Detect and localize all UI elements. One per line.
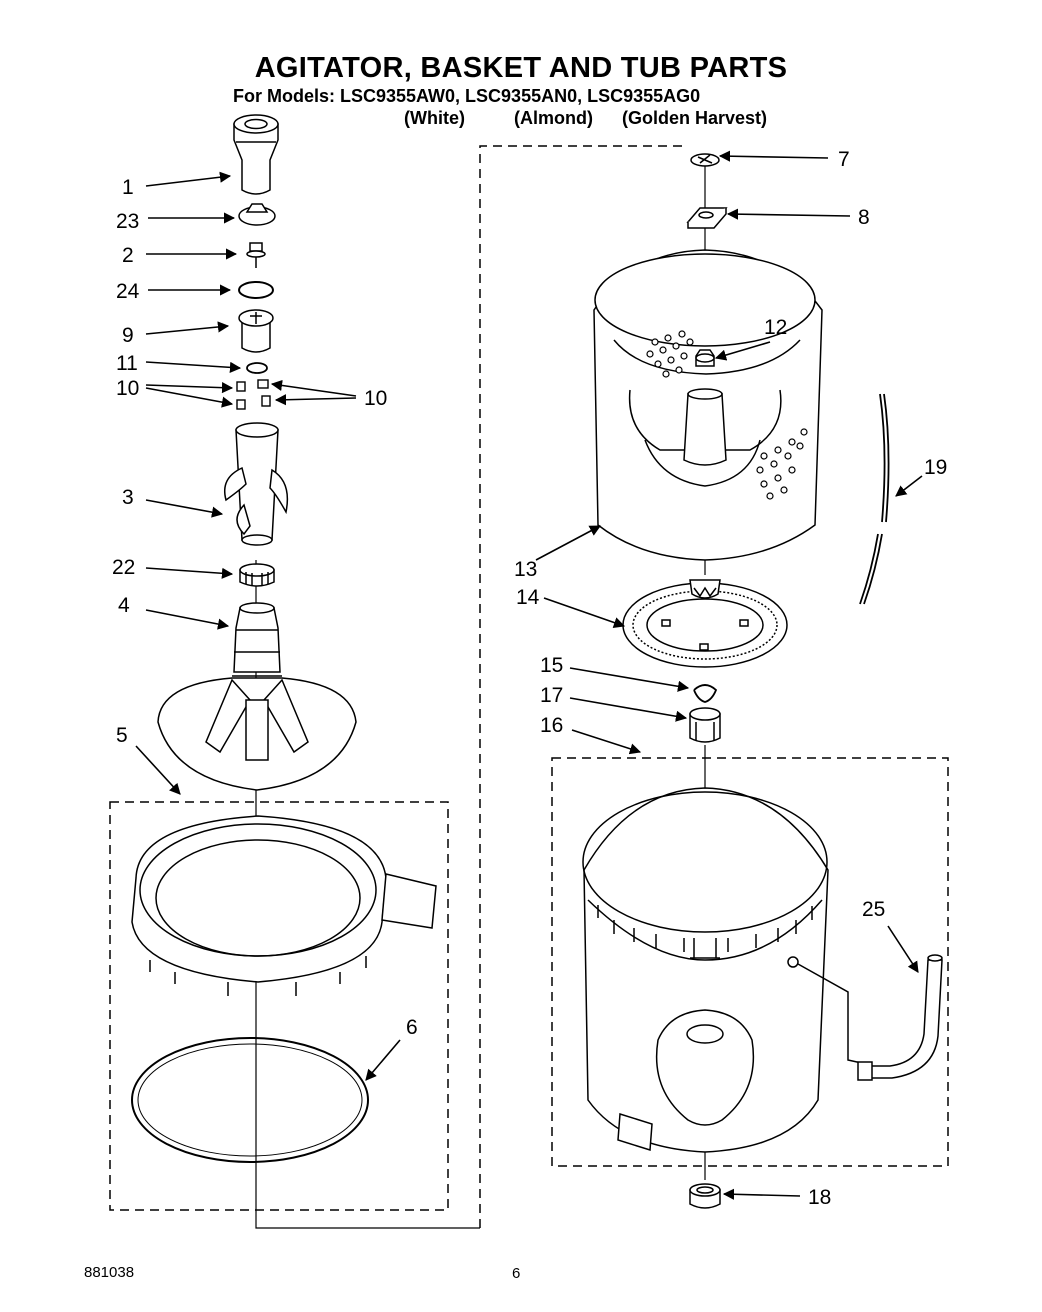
callout-13: 13 [514,558,537,581]
group-box-tub-ring [109,801,449,1211]
callout-2: 2 [122,244,134,267]
group-connector-line [479,145,688,1228]
callout-23: 23 [116,210,139,233]
part-23-seal [238,203,276,226]
basket-holes-lower [756,428,808,500]
callout-12: 12 [764,316,787,339]
callout-18: 18 [808,1186,831,1209]
callout-labels: 1 23 2 24 9 11 10 10 3 22 4 5 6 7 8 12 1… [112,148,947,1209]
part-16-outer-tub [582,787,867,1153]
page-number: 6 [512,1265,521,1282]
part-24-washer [238,281,274,299]
part-11-ring [246,362,268,374]
callout-22: 22 [112,556,135,579]
callout-24: 24 [116,280,140,303]
group-box-outer-tub [551,757,949,1167]
part-7-cap [690,153,720,167]
part-14-drive-block [622,579,788,668]
part-19-hose-strip [859,393,890,605]
leader-arrows [135,150,923,1200]
part-9-dog-retainer [238,309,274,353]
variant-golden-harvest: (Golden Harvest) [622,108,768,128]
part-17-coupling [689,707,721,743]
callout-25: 25 [862,898,885,921]
callout-16: 16 [540,714,563,737]
callout-3: 3 [122,486,134,509]
part-1-agitator-cap [233,114,279,195]
basket-holes-upper [646,330,694,378]
part-3-agitator-auger [224,422,289,546]
diagram-code: 881038 [84,1264,135,1281]
callout-1: 1 [122,176,134,199]
part-8-nut [686,207,728,229]
callout-9: 9 [122,324,134,347]
callout-17: 17 [540,684,563,707]
callout-5: 5 [116,724,128,747]
callout-4: 4 [118,594,130,617]
part-4-agitator-base [157,602,357,791]
callout-10-right: 10 [364,387,387,410]
variant-white: (White) [404,108,465,128]
callout-11: 11 [116,352,138,375]
part-12-spanner-nut [695,349,715,367]
part-13-basket [593,249,823,561]
part-2-bolt [246,242,266,268]
callout-7: 7 [838,148,850,171]
part-25-hose [857,954,943,1081]
callout-19: 19 [924,456,947,479]
part-15-clip [693,684,718,703]
callout-6: 6 [406,1016,418,1039]
page-title: AGITATOR, BASKET AND TUB PARTS [254,52,788,84]
callout-10-left: 10 [116,377,139,400]
part-22-cam [239,563,275,587]
part-5-tub-ring [131,815,437,996]
callout-8: 8 [858,206,870,229]
callout-14: 14 [516,586,540,609]
part-10-dogs [236,379,271,410]
models-line: For Models: LSC9355AW0, LSC9355AN0, LSC9… [233,86,701,106]
part-18-plug [689,1183,721,1209]
callout-15: 15 [540,654,563,677]
part-6-tub-seal [131,1037,369,1163]
variant-almond: (Almond) [514,108,593,128]
